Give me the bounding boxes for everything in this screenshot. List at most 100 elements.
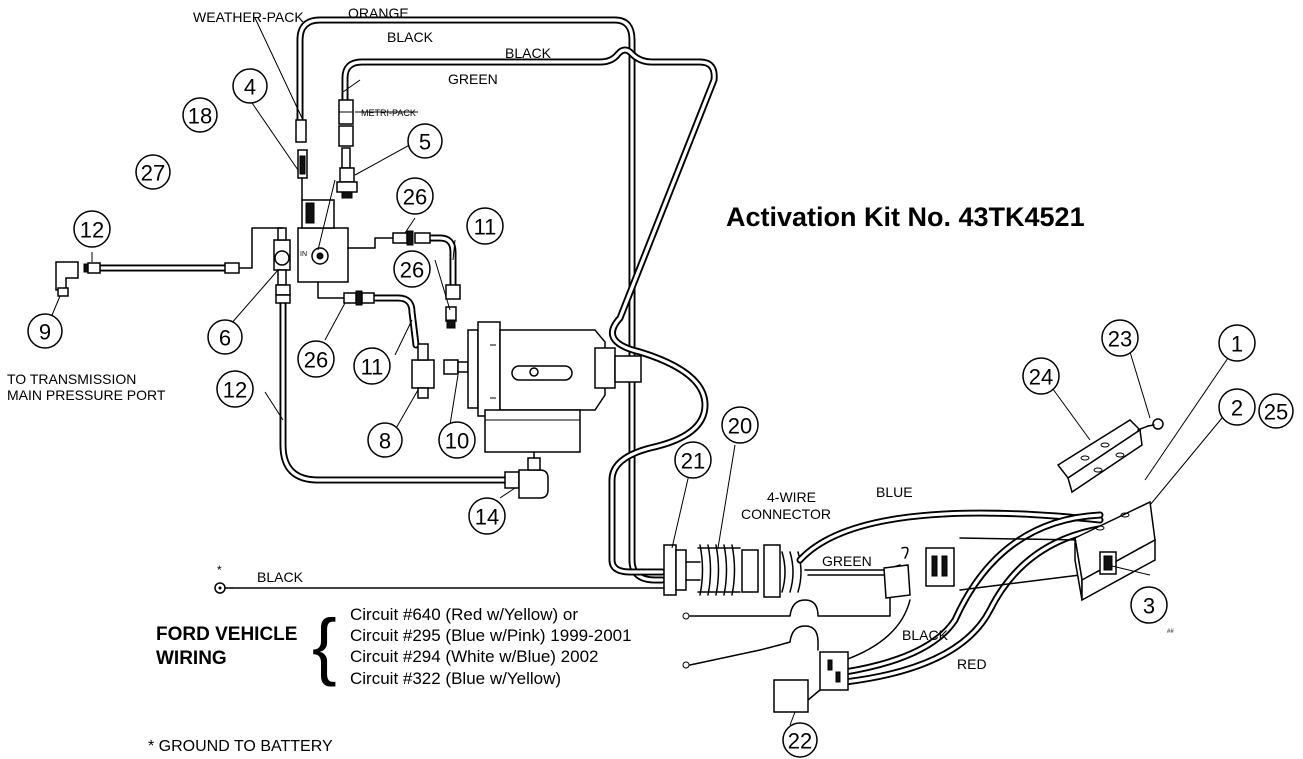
callout-4: 4 — [232, 68, 268, 104]
ground-note: * GROUND TO BATTERY — [148, 738, 333, 755]
callout-2: 2 — [1218, 388, 1256, 426]
grommet-21 — [663, 544, 701, 596]
svg-text:11: 11 — [361, 355, 384, 380]
svg-text:20: 20 — [728, 414, 752, 439]
tee-fitting-8 — [411, 343, 435, 399]
svg-text:4: 4 — [244, 75, 256, 100]
callout-9: 9 — [27, 313, 63, 349]
svg-text:23: 23 — [1108, 327, 1132, 352]
pto-unit — [467, 321, 642, 453]
red-wire-label: RED — [957, 656, 987, 672]
svg-text:26: 26 — [400, 258, 424, 283]
upper-harness-cables — [296, 16, 718, 584]
callout-10: 10 — [438, 421, 476, 459]
callout-8: 8 — [367, 422, 403, 458]
black-wire-label-2: BLACK — [505, 45, 552, 61]
circuit-322: Circuit #322 (Blue w/Yellow) — [350, 669, 561, 688]
callout-27: 27 — [135, 154, 171, 190]
callout-23: 23 — [1101, 319, 1139, 357]
callout-14: 14 — [468, 497, 506, 535]
callout-21: 21 — [674, 441, 712, 479]
green-wire-label: GREEN — [448, 71, 498, 87]
callout-3: 3 — [1130, 586, 1168, 624]
svg-text:12: 12 — [80, 218, 104, 243]
svg-text:2: 2 — [1231, 396, 1243, 421]
svg-text:26: 26 — [403, 185, 427, 210]
callout-12-lower: 12 — [216, 370, 254, 408]
svg-text:10: 10 — [445, 429, 469, 454]
svg-text:26: 26 — [304, 348, 328, 373]
orange-wire-label: ORANGE — [348, 5, 409, 21]
elbow-fitting-14 — [504, 371, 549, 499]
fittings — [343, 230, 469, 375]
callout-11-lower: 11 — [353, 347, 391, 385]
ford-heading-line1: FORD VEHICLE — [156, 624, 297, 645]
tee-fitting-6 — [239, 227, 291, 286]
weather-pack-label: WEATHER-PACK — [193, 9, 304, 25]
svg-text:27: 27 — [141, 161, 165, 186]
transmission-note-line2: MAIN PRESSURE PORT — [7, 387, 166, 403]
callout-24: 24 — [1022, 357, 1060, 395]
svg-text:12: 12 — [223, 378, 247, 403]
circuit-295: Circuit #295 (Blue w/Pink) 1999-2001 — [350, 626, 632, 645]
circuit-294: Circuit #294 (White w/Blue) 2002 — [350, 647, 599, 666]
wire-labels: WEATHER-PACK ORANGE BLACK BLACK GREEN ME… — [193, 5, 1174, 672]
revision-mark: ## — [1167, 629, 1174, 635]
svg-text:25: 25 — [1264, 400, 1288, 425]
notes: TO TRANSMISSION MAIN PRESSURE PORT * GRO… — [7, 371, 333, 755]
rocker-switch-3 — [1099, 551, 1117, 575]
in-port-label: IN — [300, 251, 307, 258]
hoses — [96, 234, 509, 484]
switch-bracket-24 — [1056, 418, 1164, 494]
coil-wrap-2 — [781, 551, 802, 593]
pressure-switch-5 — [336, 167, 358, 199]
svg-text:9: 9 — [39, 320, 51, 345]
hose-12-ends — [83, 262, 291, 304]
four-wire-connector — [741, 544, 781, 598]
svg-text:3: 3 — [1143, 594, 1155, 619]
callout-1: 1 — [1218, 324, 1256, 362]
weather-pack-connector — [295, 119, 308, 201]
svg-text:21: 21 — [681, 449, 705, 474]
four-wire-label-1: 4-WIRE — [767, 489, 816, 505]
leader-lines — [49, 17, 1229, 726]
callout-11-upper: 11 — [466, 207, 504, 245]
callout-25: 25 — [1258, 393, 1294, 429]
relay-22 — [773, 651, 849, 713]
transmission-note-line1: TO TRANSMISSION — [7, 371, 136, 387]
ford-brace: { — [312, 604, 337, 687]
callout-circles: 1 2 3 4 5 6 8 9 10 11 11 12 12 14 18 20 … — [27, 68, 1294, 758]
callout-5: 5 — [407, 123, 443, 159]
svg-text:11: 11 — [474, 215, 497, 240]
callout-12-upper: 12 — [73, 210, 111, 248]
ground-asterisk: * — [217, 563, 222, 577]
callout-6: 6 — [207, 319, 243, 355]
svg-text:18: 18 — [188, 104, 212, 129]
black-wire-label-lower: BLACK — [902, 627, 949, 643]
black-wire-label-1: BLACK — [387, 29, 434, 45]
green-wire-label-lower: GREEN — [822, 553, 872, 569]
svg-text:1: 1 — [1231, 332, 1243, 357]
page-title: Activation Kit No. 43TK4521 — [726, 202, 1085, 232]
solenoid-valve-block: IN — [297, 199, 396, 299]
svg-text:5: 5 — [419, 130, 431, 155]
callout-26-mid: 26 — [393, 250, 431, 288]
svg-text:14: 14 — [475, 505, 499, 530]
callout-18: 18 — [182, 97, 218, 133]
lower-wiring — [214, 509, 1109, 701]
metri-pack-label: METRI-PACK — [361, 108, 416, 118]
blue-wire-label: BLUE — [876, 484, 913, 500]
switch-box-2 — [1074, 500, 1156, 602]
ford-vehicle-wiring: FORD VEHICLE WIRING { Circuit #640 (Red … — [156, 604, 632, 688]
callout-26-low: 26 — [297, 340, 335, 378]
callout-22: 22 — [782, 722, 818, 758]
elbow-fitting-9 — [55, 261, 79, 297]
callout-26-top: 26 — [396, 177, 434, 215]
black-ground-wire-label: BLACK — [257, 569, 304, 585]
svg-text:6: 6 — [219, 326, 231, 351]
four-wire-label-2: CONNECTOR — [741, 506, 831, 522]
svg-text:8: 8 — [379, 429, 391, 454]
metri-pack-connector — [338, 99, 354, 169]
circuit-640: Circuit #640 (Red w/Yellow) or — [350, 605, 578, 624]
